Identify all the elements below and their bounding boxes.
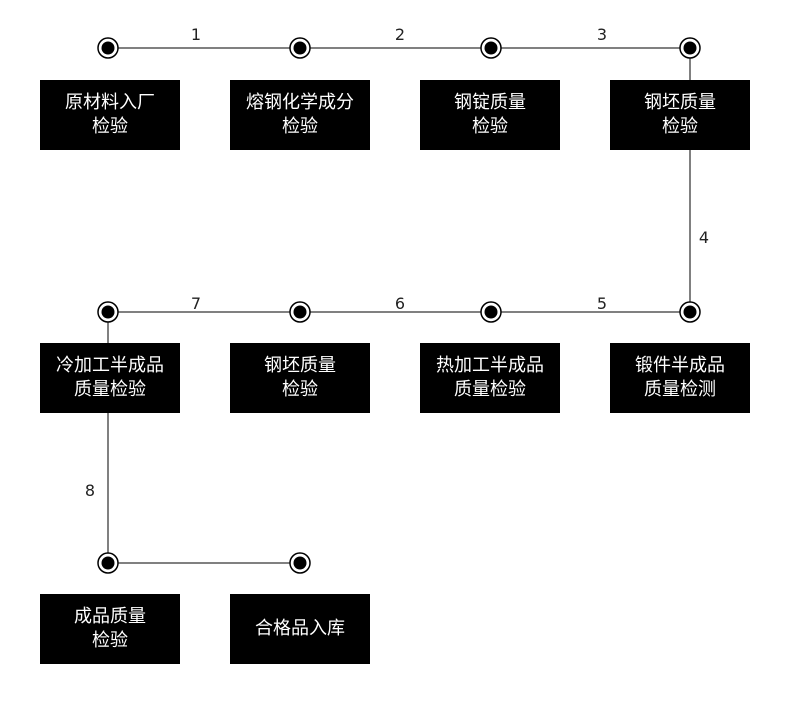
step-box-billet2: 钢坯质量检验 <box>230 343 370 413</box>
step-box-store: 合格品入库 <box>230 594 370 664</box>
node-marker <box>289 552 311 574</box>
step-label-line: 质量检验 <box>74 379 146 400</box>
edge-label-5: 5 <box>597 294 607 313</box>
edge-label-4: 4 <box>699 228 709 247</box>
step-label-line: 钢坯质量 <box>264 355 336 376</box>
step-label-line: 检验 <box>472 116 508 137</box>
node-marker <box>289 301 311 323</box>
step-box-melt: 熔钢化学成分检验 <box>230 80 370 150</box>
step-label-line: 冷加工半成品 <box>56 355 164 376</box>
node-marker <box>679 37 701 59</box>
step-box-hot: 热加工半成品质量检验 <box>420 343 560 413</box>
step-box-billet1: 钢坯质量检验 <box>610 80 750 150</box>
node-marker <box>97 301 119 323</box>
step-label-line: 检验 <box>92 630 128 651</box>
edge-label-6: 6 <box>395 294 405 313</box>
step-label-line: 热加工半成品 <box>436 355 544 376</box>
step-label-line: 检验 <box>92 116 128 137</box>
step-label-line: 锻件半成品 <box>635 355 725 376</box>
step-box-cold: 冷加工半成品质量检验 <box>40 343 180 413</box>
step-label-line: 检验 <box>282 379 318 400</box>
node-marker <box>289 37 311 59</box>
step-box-final: 成品质量检验 <box>40 594 180 664</box>
step-label-line: 原材料入厂 <box>65 92 155 113</box>
node-marker <box>480 37 502 59</box>
node-marker <box>97 37 119 59</box>
node-marker <box>480 301 502 323</box>
step-label-line: 钢坯质量 <box>644 92 716 113</box>
step-box-raw: 原材料入厂检验 <box>40 80 180 150</box>
edge-label-3: 3 <box>597 25 607 44</box>
step-label-line: 检验 <box>662 116 698 137</box>
node-marker <box>679 301 701 323</box>
step-label-line: 质量检测 <box>644 379 716 400</box>
node-marker <box>97 552 119 574</box>
step-label-line: 质量检验 <box>454 379 526 400</box>
edge-label-2: 2 <box>395 25 405 44</box>
step-label-line: 钢锭质量 <box>454 92 526 113</box>
edge-label-7: 7 <box>191 294 201 313</box>
step-label-line: 成品质量 <box>74 606 146 627</box>
step-label-line: 合格品入库 <box>255 618 345 639</box>
step-label-line: 检验 <box>282 116 318 137</box>
edge-label-8: 8 <box>85 481 95 500</box>
edge-label-1: 1 <box>191 25 201 44</box>
step-box-ingot: 钢锭质量检验 <box>420 80 560 150</box>
step-box-forge: 锻件半成品质量检测 <box>610 343 750 413</box>
step-label-line: 熔钢化学成分 <box>246 92 354 113</box>
